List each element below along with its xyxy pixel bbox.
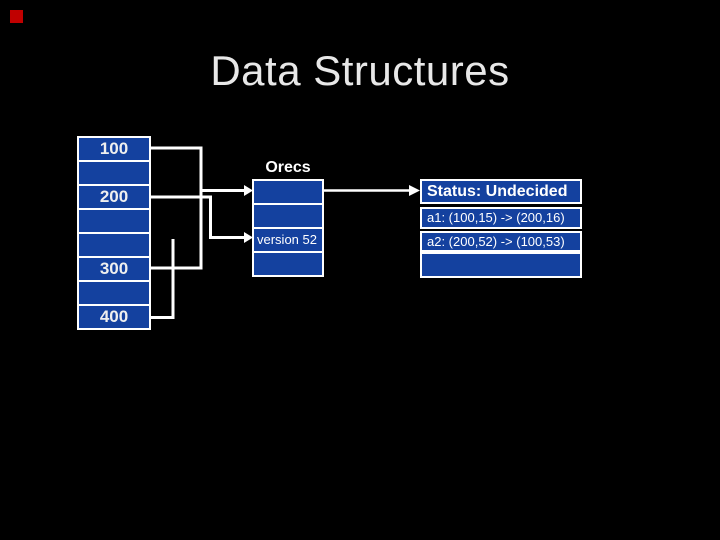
memory-cell-300: 300	[79, 258, 149, 282]
status-blank-cell	[420, 252, 582, 278]
arrowhead-status-icon	[409, 185, 420, 196]
memory-cell-blank-1	[79, 162, 149, 186]
orecs-label: Orecs	[265, 159, 311, 176]
orec-cell-2	[254, 205, 322, 229]
slide-title: Data Structures	[210, 47, 510, 94]
memory-cell-100: 100	[79, 138, 149, 162]
orecs-table: version 52	[252, 179, 324, 277]
red-corner-marker	[10, 10, 23, 23]
orec-cell-4	[254, 253, 322, 277]
memory-cell-blank-2	[79, 210, 149, 234]
memory-cell-blank-3	[79, 234, 149, 258]
memory-cell-blank-4	[79, 282, 149, 306]
memory-table: 100 200 300 400	[77, 136, 151, 330]
memory-cell-200: 200	[79, 186, 149, 210]
status-entry-a2: a2: (200,52) -> (100,53)	[420, 231, 582, 252]
orec-cell-1	[254, 181, 322, 205]
memory-cell-400: 400	[99, 307, 129, 326]
orec-cell-version: version 52	[254, 229, 322, 253]
status-title: Status: Undecided	[420, 179, 582, 204]
status-entry-a1: a1: (100,15) -> (200,16)	[420, 207, 582, 229]
